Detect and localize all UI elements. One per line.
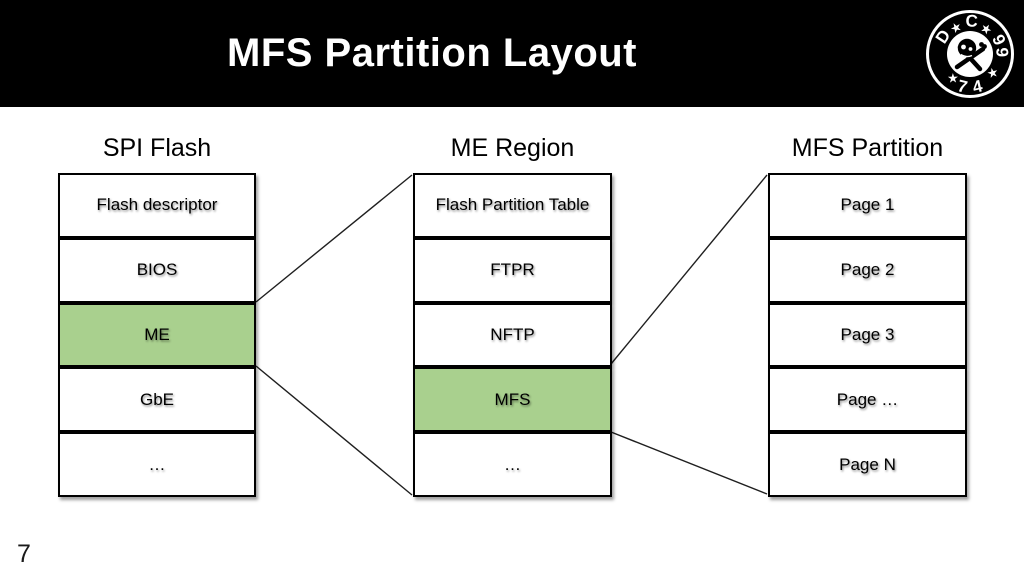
partition-row-label: BIOS — [136, 260, 178, 280]
partition-row-label: … — [504, 454, 521, 474]
skull-and-crossbones-icon — [954, 38, 987, 72]
logo-digit-9: 9 — [992, 47, 1011, 57]
partition-stack: Page 1 Page 2 Page 3 Page … Page N — [768, 173, 967, 497]
partition-row-label: Flash descriptor — [96, 195, 218, 215]
partition-row: FTPR — [413, 237, 612, 303]
column-heading: MFS Partition — [791, 134, 944, 162]
page-number: 7 — [17, 540, 31, 568]
column-heading: ME Region — [450, 134, 575, 162]
partition-row: NFTP — [413, 302, 612, 368]
partition-row-label: GbE — [139, 389, 175, 409]
dc7499-logo: D C 9 9 7 4 ★ ★ ★ ★ — [926, 10, 1014, 98]
partition-row: Page 3 — [768, 302, 967, 368]
connector-mfs-bottom — [610, 431, 768, 495]
partition-row: Flash descriptor — [58, 173, 256, 238]
partition-row-label: Flash Partition Table — [435, 195, 590, 215]
partition-row-label: Page 2 — [840, 260, 895, 280]
logo-digit-7: 7 — [956, 76, 970, 97]
partition-row: … — [413, 432, 612, 497]
partition-row-label: NFTP — [490, 324, 535, 344]
partition-row: Page 2 — [768, 237, 967, 303]
partition-row-label: Page … — [836, 389, 899, 409]
partition-row: Page … — [768, 367, 967, 433]
partition-row-label: Page N — [839, 454, 896, 474]
connector-mfs-top — [610, 174, 768, 365]
logo-letter-c: C — [965, 11, 978, 31]
partition-row: BIOS — [58, 237, 256, 303]
title-bar: MFS Partition Layout D C 9 9 7 4 ★ ★ ★ ★ — [0, 0, 1024, 107]
column-heading: SPI Flash — [102, 134, 212, 162]
slide-title: MFS Partition Layout — [227, 31, 637, 75]
partition-row: MFS — [413, 367, 612, 433]
partition-row: Page N — [768, 432, 967, 497]
partition-row-label: ME — [144, 324, 170, 344]
connector-me-bottom — [255, 365, 413, 496]
partition-row-label: FTPR — [490, 260, 535, 280]
partition-row: … — [58, 432, 256, 497]
partition-row-label: … — [148, 454, 166, 474]
partition-row: Flash Partition Table — [413, 173, 612, 238]
partition-row-label: Page 3 — [840, 324, 895, 344]
partition-row: Page 1 — [768, 173, 967, 238]
partition-row: GbE — [58, 367, 256, 433]
partition-row-label: Page 1 — [840, 195, 895, 215]
partition-row-label: MFS — [494, 389, 531, 409]
connector-me-top — [255, 174, 413, 303]
partition-row: ME — [58, 302, 256, 368]
